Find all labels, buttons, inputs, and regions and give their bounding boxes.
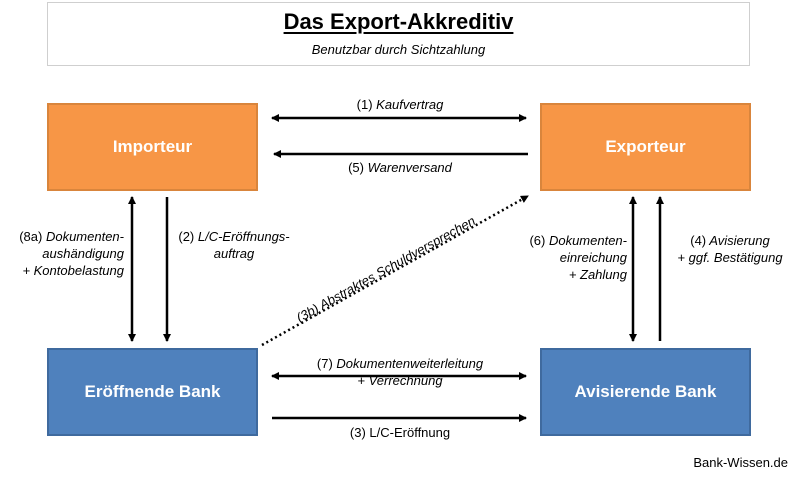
label-number: (3): [349, 425, 366, 440]
label-warenversand: (5) Warenversand: [300, 159, 500, 176]
label-line2: + ggf. Bestätigung: [677, 250, 783, 265]
label-line2: einreichung: [559, 250, 627, 265]
label-line2: + Verrechnung: [357, 373, 443, 388]
label-schuldversprechen: (3b) Abstraktes Schuldversprechen: [294, 213, 478, 325]
node-exporteur[interactable]: Exporteur: [540, 103, 751, 191]
label-number: (5): [348, 160, 364, 175]
label-kaufvertrag: (1) Kaufvertrag: [300, 96, 500, 113]
label-text: Kaufvertrag: [376, 97, 444, 112]
label-avisierung: (4) Avisierung + ggf. Bestätigung: [665, 232, 795, 266]
label-text: L/C-Eröffnung: [369, 425, 451, 440]
label-line2: auftrag: [213, 246, 255, 261]
label-line1: L/C-Eröffnungs-: [197, 229, 290, 244]
label-line2: aushändigung: [42, 246, 124, 261]
label-number: (8a): [19, 229, 43, 244]
node-eroeffnende-bank[interactable]: Eröffnende Bank: [47, 348, 258, 436]
label-line3: + Kontobelastung: [22, 263, 124, 278]
label-lc-eroeffnung: (3) L/C-Eröffnung: [300, 424, 500, 441]
label-number: (6): [529, 233, 546, 248]
label-lc-eroeffnungsauftrag: (2) L/C-Eröffnungs- auftrag: [170, 228, 298, 262]
label-dokumentenaushaendigung: (8a) Dokumenten- aushändigung + Kontobel…: [2, 228, 124, 279]
label-number: (7): [316, 356, 333, 371]
label-line1: Dokumentenweiterleitung: [336, 356, 484, 371]
page-subtitle: Benutzbar durch Sichtzahlung: [311, 42, 486, 57]
label-line1: Dokumenten-: [548, 233, 627, 248]
node-importeur[interactable]: Importeur: [47, 103, 258, 191]
label-number: (1): [356, 97, 373, 112]
label-line1: Avisierung: [709, 233, 770, 248]
label-line3: + Zahlung: [568, 267, 627, 282]
label-number: (2): [178, 229, 195, 244]
label-line1: Dokumenten-: [45, 229, 124, 244]
arrow-schuldversprechen: [261, 194, 529, 347]
source-credit: Bank-Wissen.de: [693, 455, 788, 470]
label-dokumentenweiterleitung: (7) Dokumentenweiterleitung + Verrechnun…: [290, 355, 510, 389]
label-dokumenteneinreichung: (6) Dokumenten- einreichung + Zahlung: [498, 232, 627, 283]
node-avisierende-bank[interactable]: Avisierende Bank: [540, 348, 751, 436]
label-number: (4): [690, 233, 707, 248]
page-title: Das Export-Akkreditiv: [283, 9, 514, 34]
label-text: Warenversand: [367, 160, 452, 175]
title-box: Das Export-Akkreditiv Benutzbar durch Si…: [47, 2, 750, 66]
